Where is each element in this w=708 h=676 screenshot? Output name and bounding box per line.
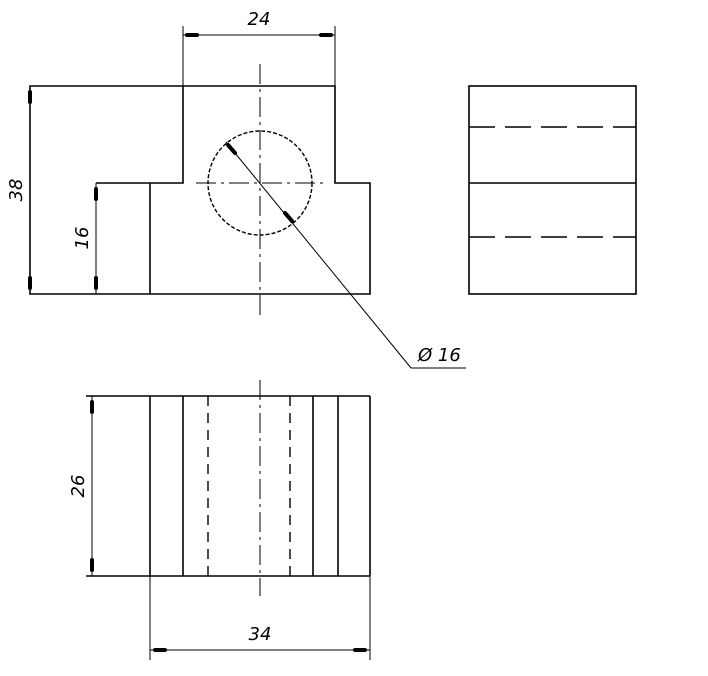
dimension-top-width-label: 24 (248, 9, 271, 30)
dimension-step-height: 16 (72, 183, 98, 294)
side-view-outline (468, 85, 637, 295)
dimension-plan-depth-label: 26 (68, 475, 89, 498)
hole-circle (207, 130, 313, 236)
dimension-overall-height-label: 38 (6, 179, 27, 202)
dimension-plan-width-label: 34 (249, 624, 272, 645)
dimension-overall-height: 38 (6, 86, 32, 294)
dimension-top-width: 24 (182, 9, 336, 86)
front-view (29, 64, 371, 316)
plan-view (86, 380, 371, 596)
dimension-step-height-label: 16 (72, 227, 93, 250)
front-view-outline (29, 85, 371, 295)
dimension-plan-width: 34 (149, 576, 371, 660)
dimension-plan-depth: 26 (68, 396, 94, 576)
dimension-hole-diameter: Ø 16 (225, 141, 466, 369)
dimension-hole-diameter-label: Ø 16 (417, 345, 461, 366)
side-view (468, 85, 637, 295)
